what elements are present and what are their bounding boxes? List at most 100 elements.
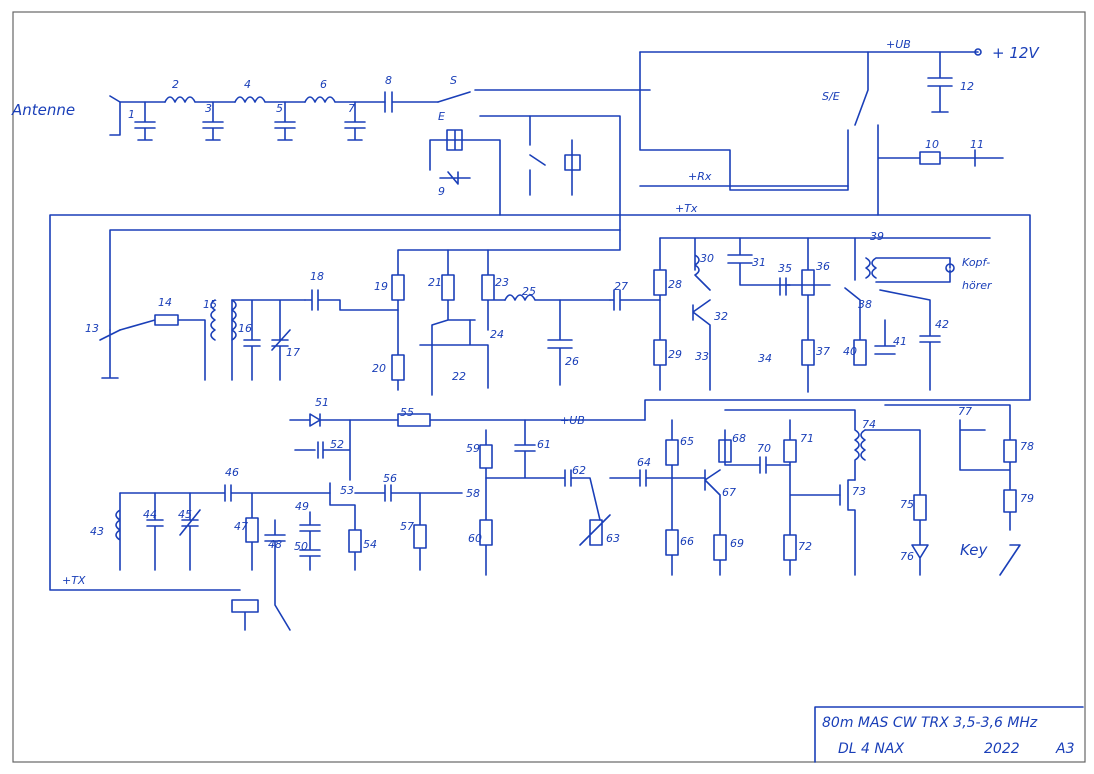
component-ref-43: 43 (90, 525, 104, 538)
component-ref-20: 20 (372, 362, 386, 375)
component-ref-17: 17 (286, 346, 300, 359)
component-ref-52: 52 (330, 438, 344, 451)
component-ref-74: 74 (862, 418, 876, 431)
mixer-section (391, 229, 661, 396)
component-ref-59: 59 (466, 442, 480, 455)
receiver-input-section (99, 289, 399, 381)
component-ref-22: 22 (452, 370, 466, 383)
component-ref-15: 15 (203, 298, 217, 311)
component-ref-65: 65 (680, 435, 694, 448)
component-ref-6: 6 (320, 78, 327, 91)
component-ref-54: 54 (363, 538, 377, 551)
component-ref-34: 34 (758, 352, 772, 365)
switch-s-label: S (450, 74, 457, 87)
component-ref-75: 75 (900, 498, 914, 511)
tx-label: +Tx (675, 202, 698, 215)
component-ref-33: 33 (695, 350, 709, 363)
component-ref-7: 7 (348, 102, 355, 115)
sheet-border (12, 11, 1086, 763)
component-ref-70: 70 (757, 442, 771, 455)
component-ref-76: 76 (900, 550, 914, 563)
component-ref-61: 61 (537, 438, 551, 451)
component-ref-51: 51 (315, 396, 329, 409)
antenna-label: Antenne (11, 101, 75, 119)
component-ref-8: 8 (385, 74, 392, 87)
component-ref-37: 37 (816, 345, 830, 358)
af-amplifier-section: Kopf- hörer (653, 237, 993, 393)
component-ref-47: 47 (234, 520, 248, 533)
rx-label: +Rx (688, 170, 712, 183)
component-ref-66: 66 (680, 535, 694, 548)
component-ref-63: 63 (606, 532, 620, 545)
component-ref-27: 27 (614, 280, 628, 293)
title-text: 80m MAS CW TRX 3,5-3,6 MHz (822, 715, 1038, 731)
component-ref-56: 56 (383, 472, 397, 485)
component-ref-28: 28 (668, 278, 682, 291)
component-ref-32: 32 (714, 310, 728, 323)
component-ref-77: 77 (958, 405, 972, 418)
component-ref-3: 3 (205, 102, 212, 115)
headphone-label-2: hörer (962, 279, 993, 292)
component-ref-19: 19 (374, 280, 388, 293)
component-ref-41: 41 (893, 335, 907, 348)
se-switch-label: S/E (822, 90, 840, 103)
component-ref-16: 16 (238, 322, 252, 335)
component-ref-13: 13 (85, 322, 99, 335)
component-ref-18: 18 (310, 270, 324, 283)
component-ref-25: 25 (522, 285, 536, 298)
component-ref-38: 38 (858, 298, 872, 311)
component-ref-44: 44 (143, 508, 157, 521)
antenna-section: Antenne S E (11, 74, 651, 331)
author-text: DL 4 NAX (838, 741, 904, 757)
component-ref-57: 57 (400, 520, 414, 533)
component-ref-49: 49 (295, 500, 309, 513)
component-ref-2: 2 (172, 78, 179, 91)
component-ref-71: 71 (800, 432, 814, 445)
component-ref-60: 60 (468, 532, 482, 545)
ub-top-label: +UB (886, 38, 911, 51)
supply-section: +UB + 12V S/E +Rx +Tx +TX (49, 38, 1040, 591)
ub-mid-label: +UB (560, 414, 585, 427)
component-ref-5: 5 (276, 102, 283, 115)
component-ref-4: 4 (244, 78, 251, 91)
component-ref-42: 42 (935, 318, 949, 331)
component-ref-62: 62 (572, 464, 586, 477)
component-ref-36: 36 (816, 260, 830, 273)
switch-e-label: E (438, 110, 445, 123)
component-ref-58: 58 (466, 487, 480, 500)
component-ref-78: 78 (1020, 440, 1034, 453)
transmitter-section: +UB Key (115, 404, 1021, 631)
component-ref-14: 14 (158, 296, 172, 309)
component-ref-9: 9 (438, 185, 445, 198)
component-ref-35: 35 (778, 262, 792, 275)
component-ref-40: 40 (843, 345, 857, 358)
component-ref-55: 55 (400, 406, 414, 419)
component-ref-11: 11 (970, 138, 984, 151)
supply-label: + 12V (992, 44, 1040, 62)
component-ref-21: 21 (428, 276, 442, 289)
component-ref-39: 39 (870, 230, 884, 243)
component-ref-46: 46 (225, 466, 239, 479)
component-ref-67: 67 (722, 486, 736, 499)
key-label: Key (960, 541, 989, 559)
component-ref-45: 45 (178, 508, 192, 521)
component-ref-29: 29 (668, 348, 682, 361)
component-ref-48: 48 (268, 538, 282, 551)
component-ref-53: 53 (340, 484, 354, 497)
component-ref-26: 26 (565, 355, 579, 368)
component-ref-72: 72 (798, 540, 812, 553)
component-ref-30: 30 (700, 252, 714, 265)
supply-terminal (974, 48, 982, 56)
component-ref-79: 79 (1020, 492, 1034, 505)
tx-left-label: +TX (62, 574, 86, 587)
component-ref-23: 23 (495, 276, 509, 289)
title-block: 80m MAS CW TRX 3,5-3,6 MHz DL 4 NAX 2022… (814, 706, 1084, 763)
component-ref-69: 69 (730, 537, 744, 550)
component-ref-73: 73 (852, 485, 866, 498)
component-ref-64: 64 (637, 456, 651, 469)
component-ref-1: 1 (128, 108, 135, 121)
headphone-jack-icon (945, 263, 955, 273)
